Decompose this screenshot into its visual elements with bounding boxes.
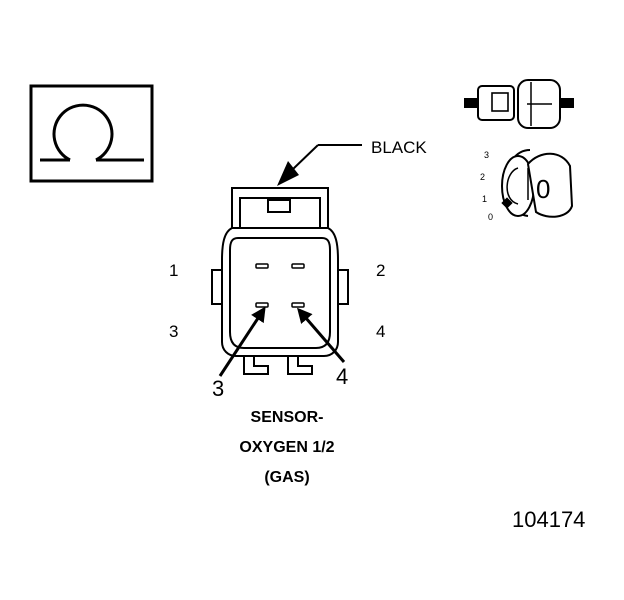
connector-mating-icon: [464, 79, 574, 129]
component-title-line-3: (GAS): [264, 469, 309, 486]
component-title-line-2: OXYGEN 1/2: [239, 439, 334, 456]
key-position-0: 0: [488, 212, 493, 222]
callout-arrows: [218, 306, 346, 377]
key-position-1: 1: [482, 194, 487, 204]
connector-body: [211, 187, 349, 375]
callout-label-4: 4: [336, 364, 348, 389]
callout-arrow-4: [297, 307, 346, 363]
ignition-key-icon: 3 2 1 0 0: [480, 149, 574, 222]
pin-cavity-2: [291, 263, 305, 269]
wire-color-label: BLACK: [371, 138, 427, 157]
pin-label-1: 1: [169, 261, 178, 280]
figure-number: 104174: [512, 507, 585, 532]
pin-cavity-3: [255, 302, 269, 308]
wire-color-leader: [277, 144, 362, 186]
pin-cavity-4: [291, 302, 305, 308]
callout-arrow-3: [218, 306, 266, 377]
pin-label-2: 2: [376, 261, 385, 280]
key-position-3: 3: [484, 150, 489, 160]
component-title-line-1: SENSOR-: [251, 409, 324, 426]
pin-cavities: [255, 263, 305, 308]
pin-label-4: 4: [376, 322, 385, 341]
omega-ohm-icon: [29, 84, 154, 183]
key-label: 0: [536, 174, 550, 204]
callout-label-3: 3: [212, 376, 224, 401]
pin-label-3: 3: [169, 322, 178, 341]
key-position-2: 2: [480, 172, 485, 182]
pin-cavity-1: [255, 263, 269, 269]
